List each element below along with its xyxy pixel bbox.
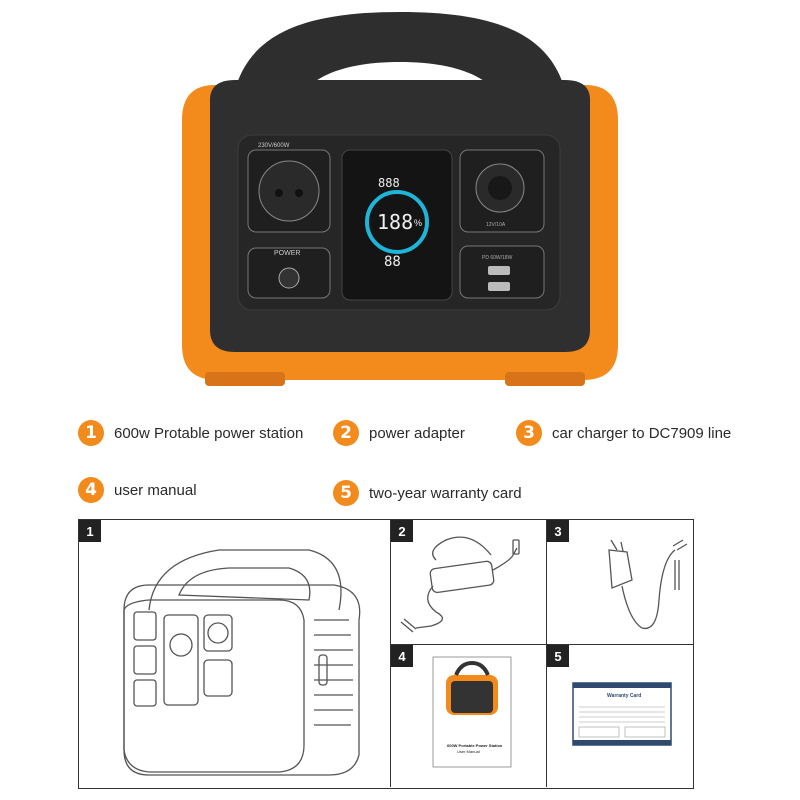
panel-car-charger: 3 — [547, 520, 693, 645]
list-item: 2 power adapter — [333, 420, 465, 446]
number-badge: 1 — [78, 420, 104, 446]
power-label: POWER — [274, 250, 301, 257]
panel-warranty-card: 5 Warranty Card — [547, 645, 693, 787]
list-item: 4 user manual — [78, 477, 197, 503]
lcd-percent-sign: % — [414, 218, 423, 228]
item-label: two-year warranty card — [369, 484, 522, 502]
power-adapter-line-drawing — [400, 536, 520, 633]
item-label: power adapter — [369, 424, 465, 442]
socket-label: 230V/600W — [258, 143, 290, 149]
warranty-card-title: Warranty Card — [607, 693, 642, 699]
lcd-battery-percent: 188 — [377, 210, 414, 234]
usb-label: PD 60W/18W — [482, 255, 513, 261]
package-contents-list: 1 600w Protable power station 2 power ad… — [0, 400, 800, 510]
user-manual-drawing — [432, 656, 512, 768]
manual-title: 600W Portable Power Station — [447, 743, 503, 748]
contents-diagram-grid: 1 2 — [78, 519, 694, 789]
panel-user-manual: 4 600W Portable Power Station User Manua… — [391, 645, 547, 787]
number-badge: 5 — [333, 480, 359, 506]
item-label: user manual — [114, 481, 197, 499]
product-hero-image: 230V/600W POWER 888 188 % 88 12V/10A PD … — [170, 0, 630, 395]
item-label: car charger to DC7909 line — [552, 424, 732, 442]
item-label: 600w Protable power station — [114, 424, 304, 442]
panel-number: 5 — [547, 645, 569, 667]
list-item: 3 car charger to DC7909 line — [516, 420, 731, 446]
lcd-bottom-readout: 88 — [384, 254, 401, 270]
panel-power-adapter: 2 — [391, 520, 547, 645]
panel-power-station: 1 — [79, 520, 391, 787]
number-badge: 2 — [333, 420, 359, 446]
list-item: 1 600w Protable power station — [78, 420, 303, 446]
power-station-line-drawing — [123, 549, 361, 776]
lcd-top-readout: 888 — [378, 176, 400, 190]
warranty-card-drawing — [572, 682, 672, 746]
panel-number: 3 — [547, 520, 569, 542]
car-charger-line-drawing — [608, 539, 688, 630]
number-badge: 3 — [516, 420, 542, 446]
dc-label: 12V/10A — [486, 222, 506, 228]
panel-number: 2 — [391, 520, 413, 542]
panel-number: 4 — [391, 645, 413, 667]
manual-subtitle: User Manual — [457, 749, 480, 754]
panel-number: 1 — [79, 520, 101, 542]
number-badge: 4 — [78, 477, 104, 503]
list-item: 5 two-year warranty card — [333, 480, 522, 506]
